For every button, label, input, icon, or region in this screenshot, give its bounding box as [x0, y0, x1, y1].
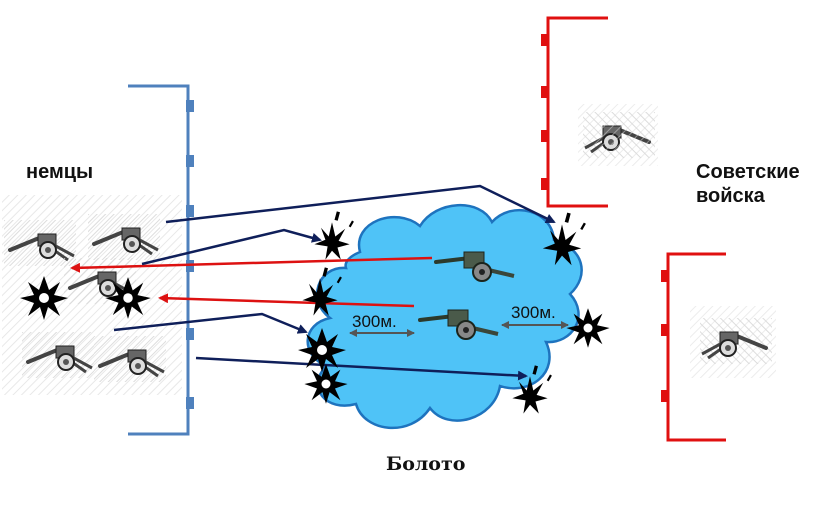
german-artillery [2, 195, 182, 395]
german-front-line [128, 84, 194, 436]
explosion-icon [314, 211, 354, 260]
distance-label-right: 300м. [511, 303, 556, 322]
german-fire [113, 184, 556, 381]
distance-label-left: 300м. [352, 312, 397, 331]
cannon-icon [86, 212, 162, 262]
distance-arrows [349, 321, 569, 337]
soviet-position-upper [541, 16, 658, 208]
cannon-icon [92, 334, 168, 384]
soviet-position-lower [661, 252, 776, 442]
cannon-icon [698, 316, 774, 366]
soviet-troops-label: Советские войска [696, 161, 800, 207]
swamp-label: Болото [386, 453, 466, 475]
soviet-fire [70, 256, 433, 308]
germans-label: немцы [26, 161, 94, 183]
cannon-icon [20, 330, 96, 380]
